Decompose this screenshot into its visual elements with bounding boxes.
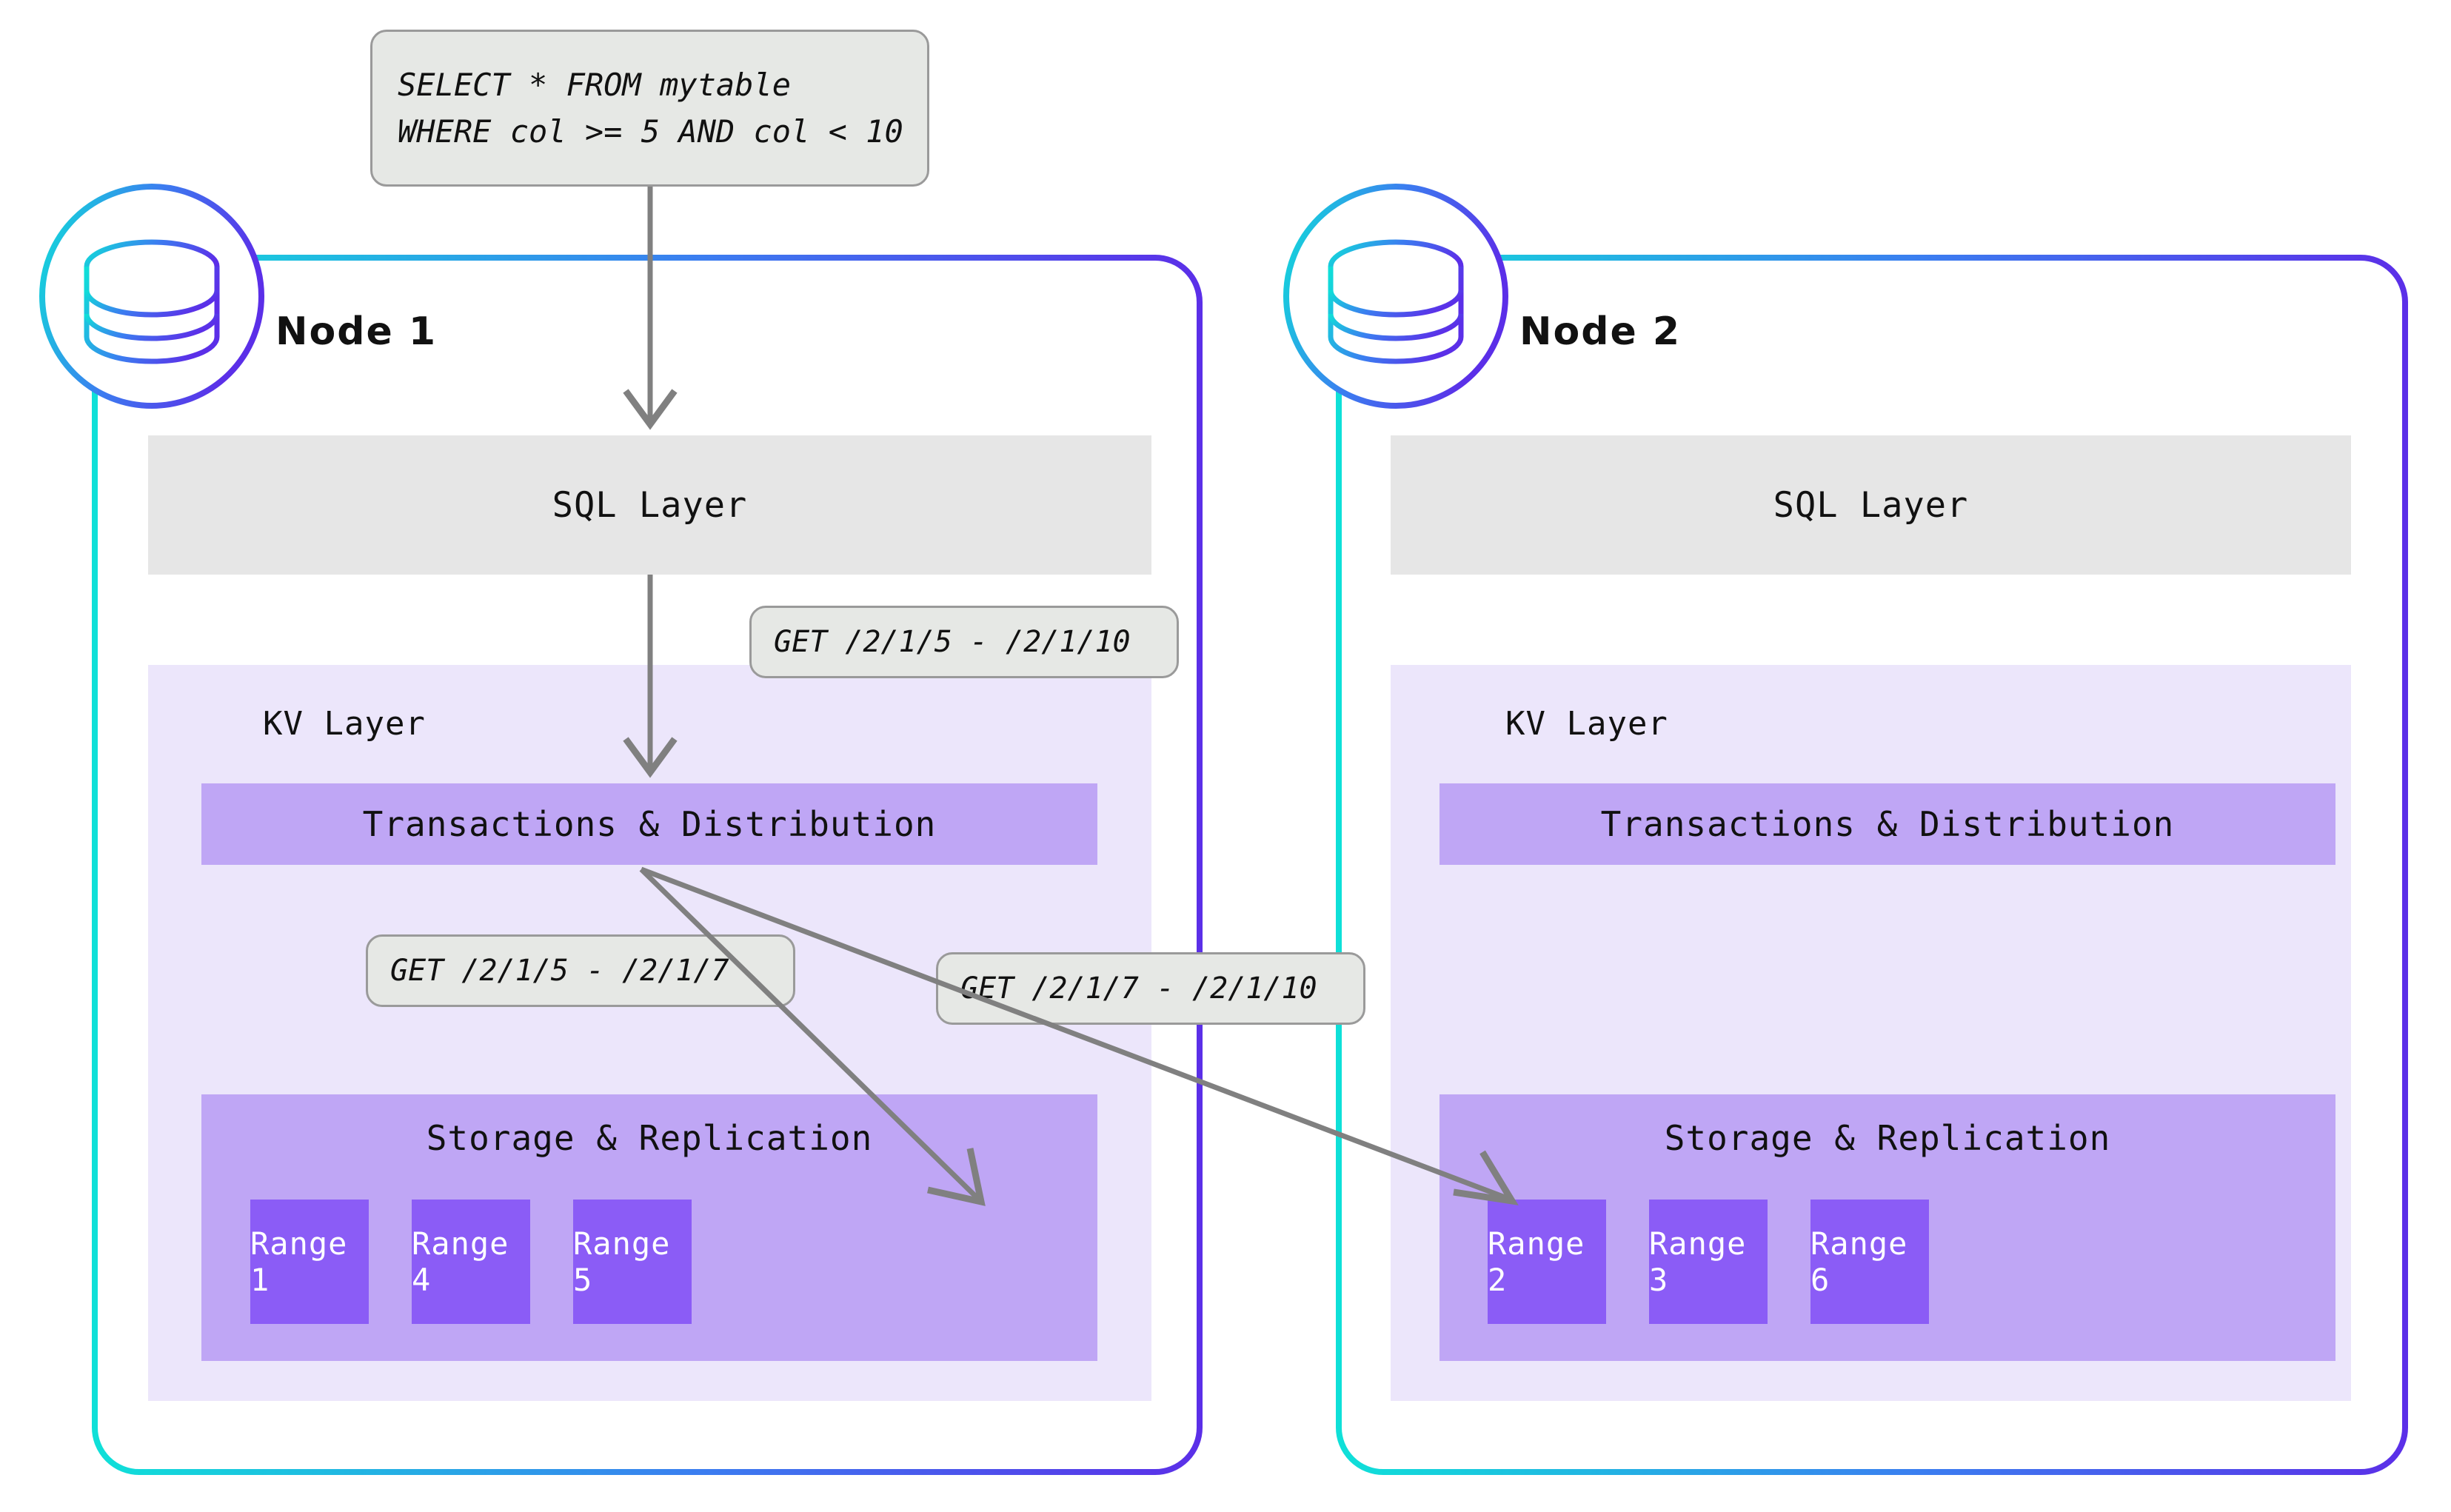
node-2-sql-layer-label: SQL Layer <box>1773 484 1969 526</box>
node-2-transactions-distribution[interactable]: Transactions & Distribution <box>1439 783 2335 865</box>
node-1-title: Node 1 <box>275 310 438 354</box>
node-2-frame <box>1336 255 2408 1475</box>
node-2-range-2[interactable]: Range 2 <box>1488 1200 1606 1324</box>
node-2-sql-layer[interactable]: SQL Layer <box>1391 435 2351 575</box>
node-1-range-1[interactable]: Range 1 <box>250 1200 369 1324</box>
node-2-range-row: Range 2 Range 3 Range 6 <box>1488 1200 1929 1324</box>
node-1-range-4[interactable]: Range 4 <box>412 1200 530 1324</box>
node-2-storage-label: Storage & Replication <box>1664 1118 2111 1158</box>
sql-query-line-1: SELECT * FROM mytable <box>398 67 792 103</box>
node-1-sql-layer[interactable]: SQL Layer <box>148 435 1151 575</box>
node-2-database-icon <box>1283 184 1508 409</box>
get-request-bubble-range2[interactable]: GET /2/1/7 - /2/1/10 <box>936 952 1365 1025</box>
node-1-frame <box>92 255 1203 1475</box>
node-2-title: Node 2 <box>1519 310 1682 354</box>
node-1-transactions-distribution[interactable]: Transactions & Distribution <box>201 783 1097 865</box>
sql-query-line-2: WHERE col >= 5 AND col < 10 <box>398 113 903 150</box>
node-2-txn-label: Transactions & Distribution <box>1600 804 2175 844</box>
get-request-bubble-range5[interactable]: GET /2/1/5 - /2/1/7 <box>366 934 795 1007</box>
node-1-kv-layer-label: KV Layer <box>263 705 426 743</box>
get-request-label-1: GET /2/1/5 - /2/1/10 <box>774 625 1131 659</box>
get-request-label-3: GET /2/1/7 - /2/1/10 <box>960 971 1317 1006</box>
node-1-database-icon <box>39 184 264 409</box>
node-1-range-row: Range 1 Range 4 Range 5 <box>250 1200 692 1324</box>
sql-query-bubble[interactable]: SELECT * FROM mytable WHERE col >= 5 AND… <box>370 30 929 187</box>
node-2-range-3[interactable]: Range 3 <box>1649 1200 1768 1324</box>
node-2-kv-layer-label: KV Layer <box>1505 705 1668 743</box>
node-1-range-5[interactable]: Range 5 <box>573 1200 692 1324</box>
node-1-txn-label: Transactions & Distribution <box>362 804 937 844</box>
node-1-sql-layer-label: SQL Layer <box>552 484 748 526</box>
get-request-label-2: GET /2/1/5 - /2/1/7 <box>390 954 729 988</box>
node-2-range-6[interactable]: Range 6 <box>1810 1200 1929 1324</box>
get-request-bubble-sql-to-kv[interactable]: GET /2/1/5 - /2/1/10 <box>749 606 1179 678</box>
